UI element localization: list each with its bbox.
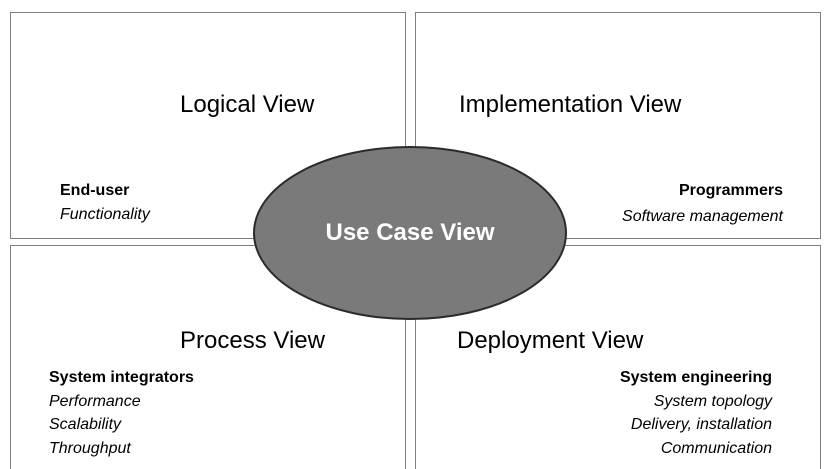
implementation-view-stakeholder: Programmers bbox=[678, 182, 783, 199]
use-case-view-ellipse: Use Case View bbox=[252, 145, 568, 321]
deployment-view-title: Deployment View bbox=[457, 327, 644, 354]
logical-view-stakeholder: End-user bbox=[60, 182, 130, 199]
ellipse-shape bbox=[253, 146, 567, 320]
use-case-ellipse-shape bbox=[253, 146, 567, 320]
use-case-view-label: Use Case View bbox=[325, 219, 495, 246]
process-view-concern-1: Performance bbox=[49, 393, 141, 410]
deployment-view-box: Deployment View System engineering Syste… bbox=[415, 245, 821, 469]
logical-view-title: Logical View bbox=[180, 91, 315, 118]
logical-view-concern: Functionality bbox=[60, 206, 150, 223]
deployment-view-concern-3: Communication bbox=[660, 440, 772, 457]
logical-view-box: Logical View End-user Functionality bbox=[10, 12, 406, 239]
implementation-view-title: Implementation View bbox=[459, 91, 682, 118]
process-view-concern-3: Throughput bbox=[49, 440, 131, 457]
process-view-stakeholder: System integrators bbox=[49, 369, 194, 386]
deployment-view-stakeholder: System engineering bbox=[619, 369, 772, 386]
deployment-view-concern-1: System topology bbox=[653, 393, 772, 410]
implementation-view-box: Implementation View Programmers Software… bbox=[415, 12, 821, 239]
process-view-title: Process View bbox=[180, 327, 325, 354]
implementation-view-concern: Software management bbox=[622, 208, 783, 225]
deployment-view-concern-2: Delivery, installation bbox=[630, 416, 772, 433]
process-view-concern-2: Scalability bbox=[49, 416, 122, 433]
